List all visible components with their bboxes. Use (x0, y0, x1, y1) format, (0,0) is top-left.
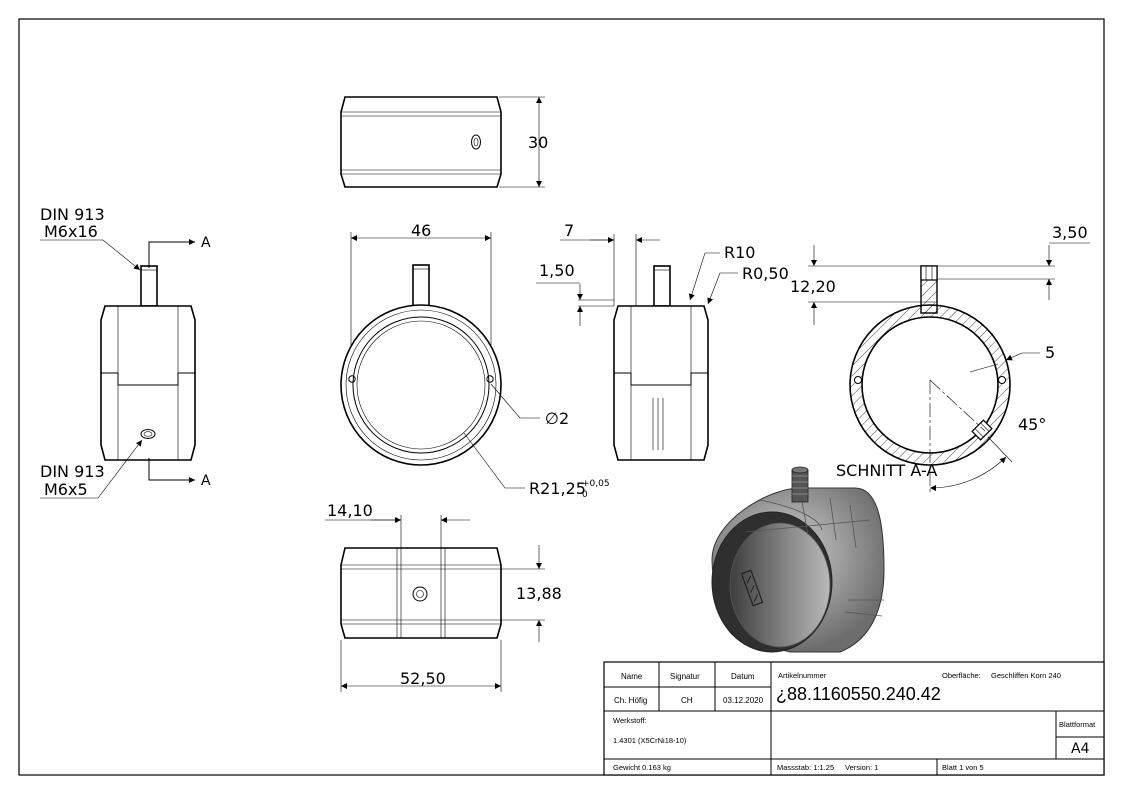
din913-m6x16-line1: DIN 913 (40, 205, 105, 224)
isometric-view (711, 466, 885, 653)
werkstoff-value: 1.4301 (X5CrNi18-10) (613, 736, 687, 745)
section-a-a: 45° 12,20 3,50 5 SCHNITT A-A (790, 223, 1090, 492)
value-datum: 03.12.2020 (723, 696, 764, 705)
header-datum: Datum (731, 672, 755, 681)
bottom-view: 14,10 13,88 52,50 (325, 501, 562, 692)
dim-12-20: 12,20 (790, 277, 836, 296)
gewicht: Gewicht 0.163 kg (613, 763, 671, 772)
din913-m6x5-line2: M6x5 (44, 480, 88, 499)
version: Version: 1 (845, 763, 878, 772)
value-name: Ch. Höfig (614, 696, 647, 705)
dim-30: 30 (528, 133, 548, 152)
artikel-number: ¿88.1160550.240.42 (776, 684, 941, 704)
werkstoff-label: Werkstoff: (613, 716, 646, 725)
dim-r21-25: R21,25 (529, 479, 586, 498)
tolerance-lower: 0 (582, 490, 588, 500)
artikel-label: Artikelnummer (778, 671, 827, 680)
dim-7: 7 (564, 221, 574, 240)
tolerance-upper: +0,05 (582, 479, 610, 489)
dim-r0-50: R0,50 (742, 264, 789, 283)
dim-52-50: 52,50 (400, 669, 446, 688)
screw-hole-bottom-view (412, 586, 428, 602)
din913-m6x5-line1: DIN 913 (40, 462, 105, 481)
dim-13-88: 13,88 (516, 584, 562, 603)
oberflaeche-value: Geschliffen Korn 240 (991, 671, 1061, 680)
section-a-bottom: A (201, 473, 211, 489)
section-a-top: A (201, 235, 211, 251)
screw-hole-side-view (140, 429, 156, 439)
logo-emboss-icon (740, 569, 764, 607)
header-signatur: Signatur (670, 672, 700, 681)
blattformat-value: A4 (1071, 741, 1090, 757)
massstab: Massstab: 1:1.25 (777, 763, 834, 772)
dim-46: 46 (411, 221, 431, 240)
dim-5: 5 (1045, 343, 1055, 362)
din913-m6x16-line2: M6x16 (44, 222, 98, 241)
top-view: 30 (340, 96, 548, 188)
dim-45-deg: 45° (1018, 415, 1046, 434)
blattformat-label: Blattformat (1059, 720, 1096, 729)
screw-hole-top-view (471, 134, 481, 150)
dim-14-10: 14,10 (327, 501, 373, 520)
dim-r10: R10 (724, 243, 755, 262)
blatt: Blatt 1 von 5 (942, 763, 984, 772)
right-side-view: 7 1,50 R10 R0,50 (536, 221, 789, 461)
value-signatur: CH (681, 696, 693, 705)
oberflaeche-label: Oberfläche: (942, 671, 981, 680)
section-title: SCHNITT A-A (836, 461, 937, 480)
title-block: Name Signatur Datum Ch. Höfig CH 03.12.2… (603, 661, 1105, 776)
dim-1-50: 1,50 (539, 261, 575, 280)
header-name: Name (621, 672, 643, 681)
dim-phi-2: ∅2 (545, 409, 569, 428)
left-side-view: A A DIN 913 M6x16 DIN 913 M6x5 (40, 205, 211, 499)
sheet-border (18, 18, 1105, 776)
front-view: 46 ∅2 R21,25 +0,05 0 (340, 221, 610, 500)
dim-3-50: 3,50 (1052, 223, 1088, 242)
